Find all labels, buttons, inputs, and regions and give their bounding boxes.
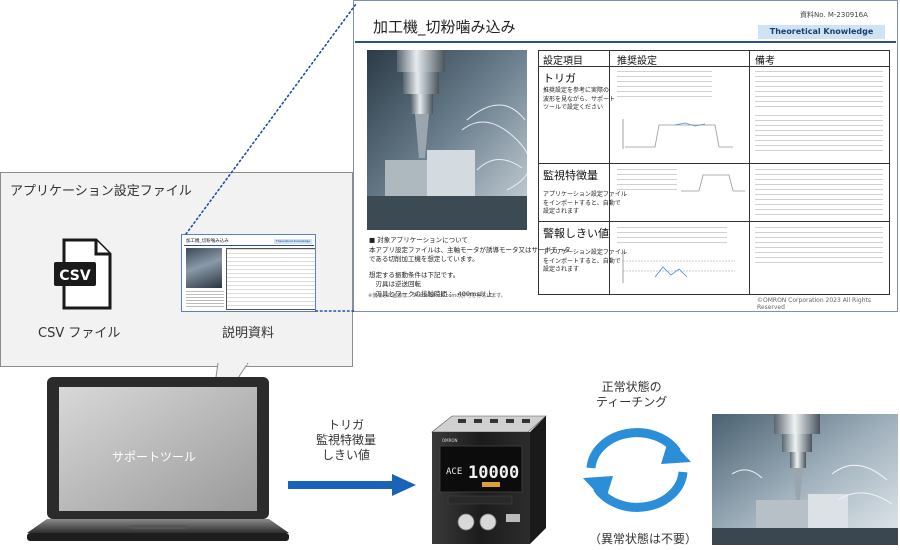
csv-file-label: CSV ファイル <box>38 326 121 341</box>
doc-title: 加工機_切粉噛み込み <box>373 18 516 36</box>
teaching-label: 正常状態の ティーチング <box>596 380 667 410</box>
table-divider <box>539 221 889 222</box>
csv-file-icon[interactable]: CSV <box>52 238 116 310</box>
doc-copyright: ©OMRON Corporation 2023 All Rights Reser… <box>757 297 871 311</box>
row-sub-feature: アプリケーション設定ファイルをインポートすると、自動で設定されます <box>543 191 627 215</box>
param-trigger: トリガ <box>328 418 365 432</box>
cycle-arrows-icon <box>583 428 691 512</box>
panel-title: アプリケーション設定ファイル <box>10 184 192 199</box>
thumb-text <box>186 291 224 309</box>
thumb-badge: Theoretical Knowledge <box>274 239 312 244</box>
blurred-text <box>617 71 712 97</box>
doc-description: ■ 対象アプリケーションについて 本アプリ設定ファイルは、主軸モータが誘導モータ… <box>369 236 571 299</box>
desc-line: ■ 対象アプリケーションについて <box>369 236 468 244</box>
doc-footnote: ※使用した画像は、Shutterstock.comの許可を得ています。 <box>368 293 506 299</box>
teaching-line: ティーチング <box>596 395 668 409</box>
feature-waveform <box>681 174 745 192</box>
csv-icon-text: CSV <box>59 268 91 284</box>
thumb-rule <box>184 245 314 246</box>
teaching-line: 正常状態の <box>601 380 662 394</box>
blurred-text <box>755 169 883 217</box>
blurred-text <box>755 115 883 155</box>
table-header: 設定項目 <box>543 56 583 67</box>
doc-label: 説明資料 <box>222 326 275 341</box>
row-sub-threshold: アプリケーション設定ファイルをインポートすると、自動で設定されます <box>543 249 627 273</box>
table-divider <box>539 66 889 67</box>
device-brand: OMRON <box>442 438 458 443</box>
laptop-icon <box>27 377 289 541</box>
param-threshold: しきい値 <box>322 448 371 462</box>
abnormal-note: （異常状態は不要） <box>589 532 698 546</box>
support-tool-label: サポートツール <box>112 450 197 464</box>
desc-line: 本アプリ設定ファイルは、主軸モータが誘導モータ又はサーボモータ <box>369 245 571 254</box>
table-header: 備考 <box>755 56 775 67</box>
desc-line: である切削加工機を想定しています。 <box>369 255 479 263</box>
table-divider <box>539 163 889 164</box>
monitoring-device: ACE 10000 OMRON <box>431 415 547 544</box>
device-ace-text: ACE <box>446 467 462 477</box>
doc-badge: Theoretical Knowledge <box>758 25 885 39</box>
doc-title-rule <box>355 41 896 43</box>
row-sub-trigger: 推奨設定を参考に実際の波形を見ながら、サポートツールで設定ください <box>543 87 616 111</box>
row-label-threshold: 警報しきい値 <box>543 227 609 240</box>
desc-line: 想定する振動条件は下記です。 <box>369 270 460 279</box>
desc-line: 刃具は逆送回転 <box>369 280 422 288</box>
blurred-text <box>617 169 677 191</box>
blurred-text <box>617 227 727 245</box>
thumb-photo <box>186 248 222 288</box>
table-header: 推奨設定 <box>617 56 657 67</box>
machining-photo <box>367 50 527 230</box>
doc-number: 資料No. M-230916A <box>800 11 868 19</box>
settings-table: 設定項目 推奨設定 備考 トリガ 推奨設定を参考に実際の波形を見ながら、サポート… <box>538 50 890 295</box>
threshold-waveform <box>622 251 735 283</box>
doc-thumbnail[interactable]: 加工機_切粉噛み込み Theoretical Knowledge <box>181 234 316 312</box>
transfer-params: トリガ 監視特徴量 しきい値 <box>316 418 376 463</box>
table-divider <box>749 51 750 294</box>
thumb-title: 加工機_切粉噛み込み <box>186 239 229 244</box>
desc-line: 刃具とワークの接触時間 ： 400ms以上 <box>369 289 493 298</box>
row-label-trigger: トリガ <box>543 72 576 85</box>
table-divider <box>609 51 610 294</box>
machining-photo-small <box>712 414 898 545</box>
blurred-text <box>755 71 883 111</box>
row-label-feature: 監視特徴量 <box>543 169 598 182</box>
thumb-table <box>226 248 315 310</box>
trigger-waveform <box>622 119 733 149</box>
param-feature: 監視特徴量 <box>316 433 377 447</box>
blurred-text <box>755 227 883 267</box>
transfer-arrow-icon <box>288 474 416 496</box>
device-display-value: 10000 <box>468 463 519 483</box>
